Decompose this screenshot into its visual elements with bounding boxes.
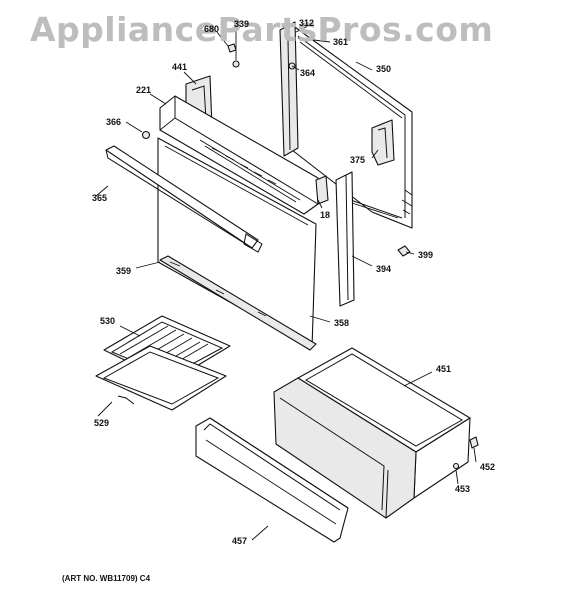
label-680: 680 — [204, 24, 220, 34]
watermark-text: AppliancePartsPros.com — [30, 10, 494, 49]
hinge-strip — [279, 21, 299, 157]
label-399: 399 — [418, 250, 434, 260]
label-451: 451 — [436, 364, 452, 374]
drawer-front — [195, 417, 349, 543]
side-rail — [335, 171, 355, 307]
label-339: 339 — [234, 19, 250, 29]
label-350: 350 — [376, 64, 392, 74]
label-364: 364 — [300, 68, 316, 78]
label-394: 394 — [376, 264, 392, 274]
label-441: 441 — [172, 62, 188, 72]
label-359: 359 — [116, 266, 132, 276]
label-361: 361 — [333, 37, 349, 47]
leader-lines — [95, 25, 477, 541]
label-453: 453 — [455, 484, 471, 494]
label-365: 365 — [92, 193, 108, 203]
label-530: 530 — [100, 316, 116, 326]
label-18: 18 — [320, 210, 331, 220]
door-handle-bracket — [371, 119, 395, 166]
label-452: 452 — [480, 462, 496, 472]
art-number: (ART NO. WB11709) C4 — [62, 574, 151, 583]
label-529: 529 — [94, 418, 110, 428]
label-366: 366 — [106, 117, 122, 127]
clip-part — [397, 245, 411, 257]
screw-part — [141, 130, 151, 140]
door-handle — [105, 145, 263, 253]
label-375: 375 — [350, 155, 366, 165]
label-358: 358 — [334, 318, 350, 328]
label-457: 457 — [232, 536, 248, 546]
broiler-pan — [95, 345, 227, 411]
label-221: 221 — [136, 85, 152, 95]
drawer-body — [273, 347, 471, 519]
bottom-trim — [159, 255, 317, 351]
rail-bracket — [315, 175, 329, 205]
drawer-small-parts — [452, 436, 479, 470]
label-312: 312 — [299, 18, 315, 28]
